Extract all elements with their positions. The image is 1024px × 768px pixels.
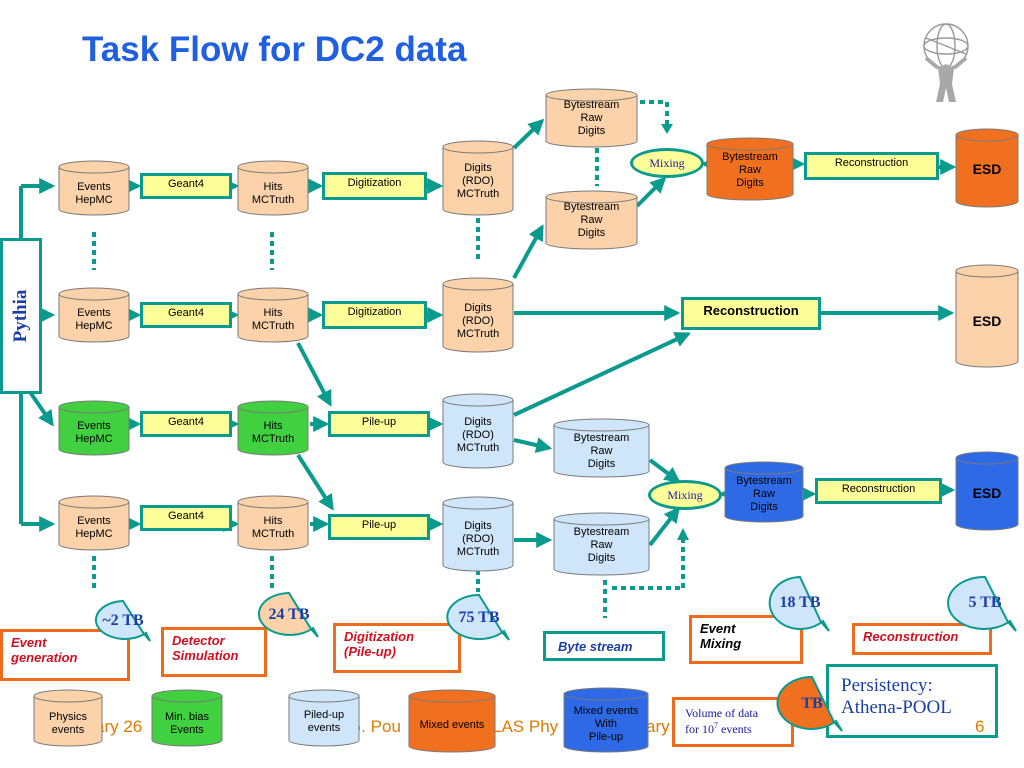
data-volume-bubble: 5 TB — [947, 575, 1022, 632]
esd-cylinder: ESD — [955, 264, 1019, 368]
footer-date: ary 26 — [95, 717, 143, 736]
geant4-box: Geant4 — [140, 173, 232, 199]
stage-digitization-pileup: Digitization (Pile-up) — [333, 623, 461, 673]
pythia-generator-box: Pythia — [0, 238, 42, 394]
data-volume-bubble: ~2 TB — [93, 599, 153, 642]
geant4-box: Geant4 — [140, 411, 232, 437]
bytestream-mixed-pileup-cylinder: Bytestream Raw Digits — [724, 461, 804, 523]
legend-minbias-events: Min. bias Events — [151, 689, 223, 747]
legend-physics-events: Physics events — [33, 689, 103, 747]
stage-event-generation: Event generation — [0, 629, 130, 681]
persistency-line1: Persistency: — [841, 675, 933, 696]
footer-meeting: LAS Phy — [492, 717, 559, 736]
events-hepmc-cylinder: Events HepMC — [58, 160, 130, 216]
pileup-box: Pile-up — [328, 411, 430, 437]
digits-rdo-cylinder: Digits (RDO) MCTruth — [442, 140, 514, 216]
hits-mctruth-cylinder: Hits MCTruth — [237, 287, 309, 343]
data-volume-bubble: 75 TB — [446, 593, 512, 642]
geant4-box: Geant4 — [140, 302, 232, 328]
digits-rdo-pileup-cylinder: Digits (RDO) MCTruth — [442, 393, 514, 469]
data-volume-bubble: 24 TB — [257, 591, 321, 638]
pythia-label: Pythia — [10, 289, 31, 343]
events-hepmc-minbias-cylinder: Events HepMC — [58, 400, 130, 456]
mixing-node: Mixing — [630, 148, 704, 178]
digitization-box: Digitization — [322, 301, 427, 329]
events-hepmc-cylinder: Events HepMC — [58, 495, 130, 551]
persistency-line2: Athena-POOL — [841, 697, 952, 718]
digitization-box: Digitization — [322, 172, 427, 200]
esd-cylinder: ESD — [955, 128, 1019, 208]
bytestream-raw-digits-pileup-cylinder: Bytestream Raw Digits — [553, 418, 650, 478]
footer-page-number: 6 — [975, 717, 985, 736]
volume-legend-line1: Volume of data — [685, 706, 759, 720]
data-volume-legend-bubble: TB — [776, 675, 847, 732]
digits-rdo-cylinder: Digits (RDO) MCTruth — [442, 277, 514, 353]
stage-byte-stream: Byte stream — [543, 631, 665, 661]
reconstruction-box: Reconstruction — [815, 478, 942, 504]
hits-mctruth-cylinder: Hits MCTruth — [237, 495, 309, 551]
persistency-box: Persistency: Athena-POOL — [826, 664, 998, 738]
bytestream-raw-digits-cylinder: Bytestream Raw Digits — [545, 190, 638, 250]
digits-rdo-pileup-cylinder: Digits (RDO) MCTruth — [442, 496, 514, 572]
bytestream-raw-digits-pileup-cylinder: Bytestream Raw Digits — [553, 512, 650, 576]
bytestream-raw-digits-cylinder: Bytestream Raw Digits — [545, 88, 638, 148]
footer-author: G. Pou — [348, 717, 401, 736]
data-volume-bubble: 18 TB — [768, 575, 832, 632]
atlas-logo-icon — [923, 23, 969, 102]
reconstruction-box: Reconstruction — [681, 297, 821, 330]
volume-legend-line2: for 107 events — [685, 721, 752, 736]
esd-cylinder: ESD — [955, 451, 1019, 531]
legend-piled-up-events: Piled-up events — [288, 689, 360, 747]
hits-mctruth-minbias-cylinder: Hits MCTruth — [237, 400, 309, 456]
hits-mctruth-cylinder: Hits MCTruth — [237, 160, 309, 216]
reconstruction-box: Reconstruction — [804, 152, 939, 180]
stage-event-mixing: Event Mixing — [689, 615, 803, 664]
legend-mixed-events: Mixed events — [408, 689, 496, 753]
stage-byte-stream-label: Byte stream — [558, 639, 633, 654]
page-title: Task Flow for DC2 data — [82, 30, 467, 69]
bytestream-mixed-cylinder: Bytestream Raw Digits — [706, 137, 794, 201]
volume-legend-box: Volume of data for 107 events — [672, 697, 794, 747]
stage-reconstruction: Reconstruction — [852, 623, 992, 655]
legend-mixed-pileup-events: Mixed events With Pile-up — [563, 687, 649, 753]
events-hepmc-cylinder: Events HepMC — [58, 287, 130, 343]
footer-meeting-end: ary — [646, 717, 670, 736]
geant4-box: Geant4 — [140, 505, 232, 531]
stage-detector-simulation: Detector Simulation — [161, 627, 267, 677]
pileup-box: Pile-up — [328, 514, 430, 540]
mixing-node: Mixing — [648, 480, 722, 510]
